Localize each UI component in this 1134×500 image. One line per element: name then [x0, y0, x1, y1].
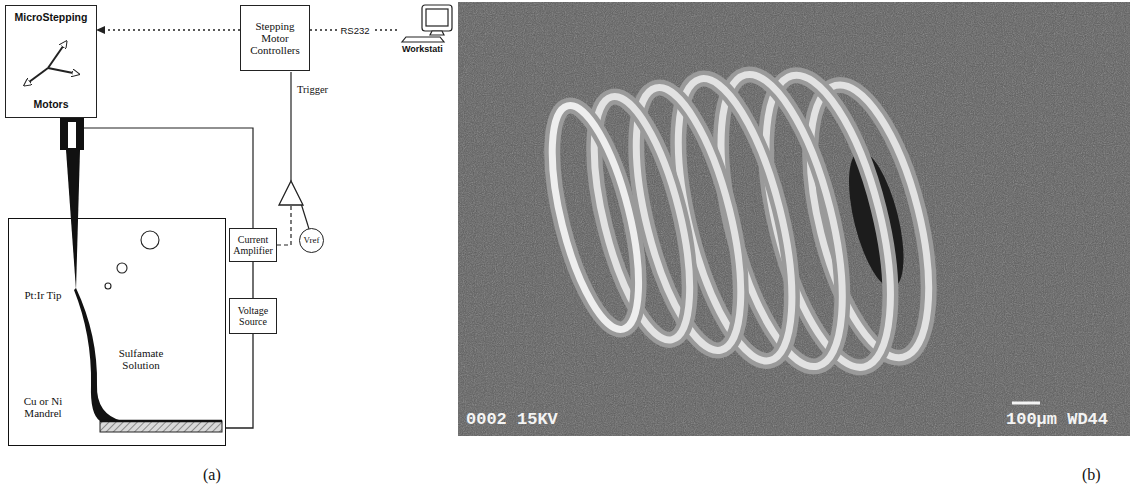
- mandrel: [100, 421, 222, 432]
- node-text: Pt:Ir Tip: [23, 289, 63, 301]
- node-text: Cu or Ni Mandrel: [15, 395, 71, 419]
- circuit-wires: [84, 72, 309, 245]
- amplifier-box: Current Amplifier: [229, 228, 277, 262]
- node-text: Motors: [34, 99, 69, 111]
- node-text: MicroStepping: [15, 12, 88, 24]
- micrograph-scale: 100µm WD44: [1006, 410, 1108, 429]
- controller-box: Stepping Motor Controllers: [240, 5, 310, 71]
- node-text: Workstati: [402, 45, 443, 55]
- node-text: Stepping Motor Controllers: [244, 20, 306, 56]
- edge-label: RS232: [338, 25, 371, 36]
- node-text: Voltage Source: [233, 305, 273, 327]
- comparator-symbol: [279, 181, 303, 205]
- connector-line: [252, 262, 253, 298]
- node-text: Vref: [304, 236, 320, 246]
- workstation-icon: Workstati: [400, 4, 457, 60]
- computer-icon: [400, 4, 457, 44]
- node-text: Sulfamate Solution: [109, 347, 173, 371]
- connector-line: [97, 29, 240, 30]
- signal-label: Trigger: [297, 84, 328, 95]
- motor-box: MicroSteppingMotors: [5, 5, 97, 118]
- reference-voltage-circle: Vref: [299, 228, 324, 253]
- deposit-filament: [74, 288, 122, 421]
- micrograph-info: 0002 15KV: [466, 410, 558, 429]
- voltage-source-box: Voltage Source: [229, 298, 277, 334]
- electrolyte-tank: Pt:Ir TipSulfamate Solution Cu or Ni Mand…: [8, 218, 226, 446]
- gas-bubbles: [105, 231, 159, 289]
- panel-label: (a): [203, 466, 221, 484]
- panel-label: (b): [1082, 466, 1101, 484]
- tip-holder: [60, 118, 84, 290]
- node-text: Current Amplifier: [233, 234, 273, 256]
- sem-photo: [458, 2, 1130, 436]
- connector-line: [226, 334, 253, 428]
